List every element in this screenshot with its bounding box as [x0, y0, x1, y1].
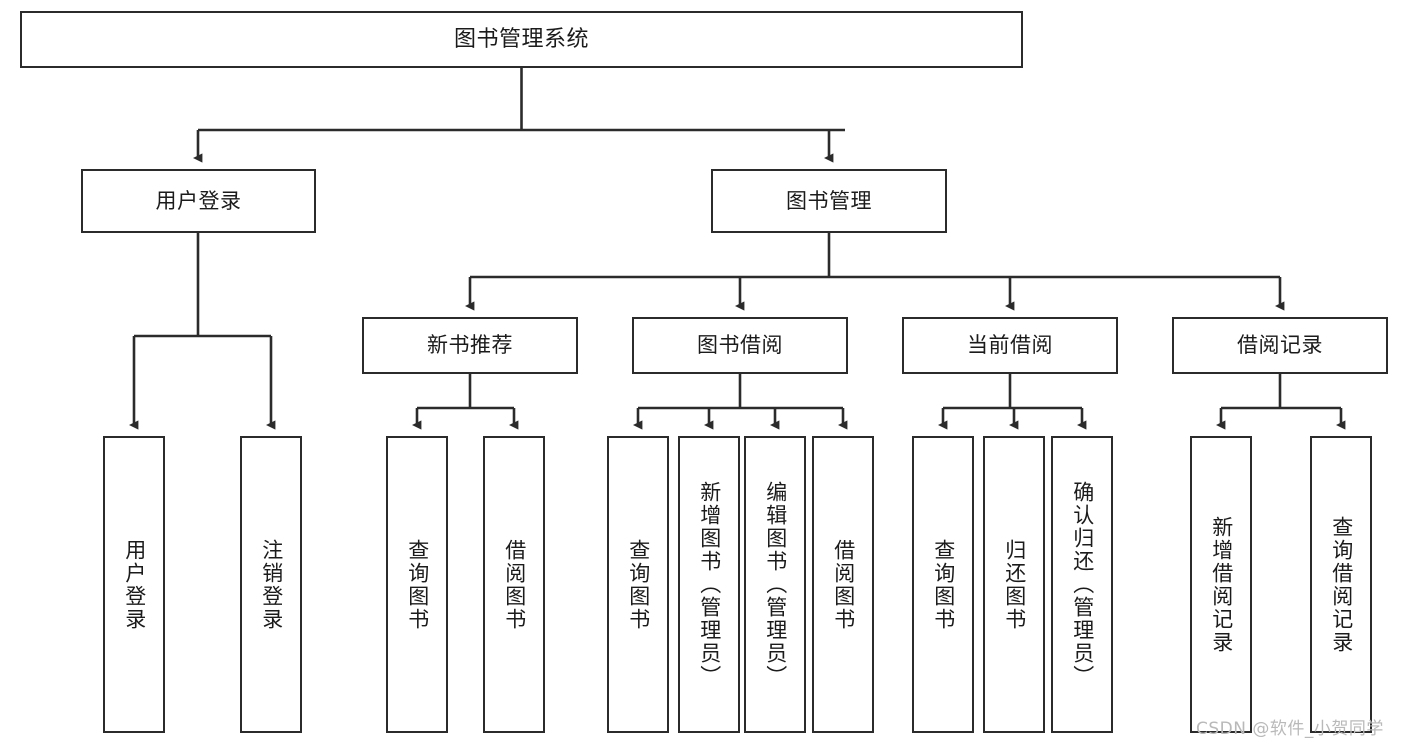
node-leaf-add-book[interactable]: 新增图书（管理员） [678, 436, 740, 733]
node-new-book-rec-label: 新书推荐 [427, 333, 513, 358]
node-leaf-confirm-return-label: 确认归还（管理员） [1070, 481, 1095, 688]
node-book-borrow[interactable]: 图书借阅 [632, 317, 848, 374]
node-root[interactable]: 图书管理系统 [20, 11, 1023, 68]
node-book-borrow-label: 图书借阅 [697, 333, 783, 358]
node-leaf-return-book[interactable]: 归还图书 [983, 436, 1045, 733]
node-leaf-borrow-book[interactable]: 借阅图书 [812, 436, 874, 733]
csdn-watermark: CSDN @软件_小贺同学 [1196, 719, 1384, 739]
node-leaf-query-book-rec[interactable]: 查询图书 [386, 436, 448, 733]
node-leaf-edit-book[interactable]: 编辑图书（管理员） [744, 436, 806, 733]
node-leaf-edit-book-label: 编辑图书（管理员） [763, 481, 788, 688]
node-user-login-label: 用户登录 [155, 188, 242, 213]
node-borrow-record[interactable]: 借阅记录 [1172, 317, 1388, 374]
node-leaf-user-login[interactable]: 用户登录 [103, 436, 165, 733]
node-leaf-user-logout[interactable]: 注销登录 [240, 436, 302, 733]
node-leaf-query-record-label: 查询借阅记录 [1329, 515, 1354, 654]
node-leaf-query-book-borrow[interactable]: 查询图书 [607, 436, 669, 733]
node-book-manage[interactable]: 图书管理 [711, 169, 947, 233]
node-leaf-add-book-label: 新增图书（管理员） [697, 481, 722, 688]
node-leaf-borrow-book-rec[interactable]: 借阅图书 [483, 436, 545, 733]
node-leaf-add-record-label: 新增借阅记录 [1209, 515, 1234, 654]
node-leaf-borrow-book-rec-label: 借阅图书 [502, 538, 527, 631]
node-leaf-user-login-label: 用户登录 [122, 538, 147, 631]
node-book-manage-label: 图书管理 [786, 188, 872, 213]
node-current-borrow[interactable]: 当前借阅 [902, 317, 1118, 374]
node-user-login[interactable]: 用户登录 [81, 169, 316, 233]
node-leaf-query-book-cur[interactable]: 查询图书 [912, 436, 974, 733]
node-leaf-return-book-label: 归还图书 [1002, 538, 1027, 631]
node-leaf-query-book-cur-label: 查询图书 [931, 538, 956, 631]
node-leaf-borrow-book-label: 借阅图书 [831, 538, 856, 631]
node-leaf-query-book-borrow-label: 查询图书 [626, 538, 651, 631]
node-new-book-rec[interactable]: 新书推荐 [362, 317, 578, 374]
node-borrow-record-label: 借阅记录 [1237, 333, 1323, 358]
node-root-label: 图书管理系统 [453, 26, 589, 52]
node-leaf-query-record[interactable]: 查询借阅记录 [1310, 436, 1372, 733]
node-leaf-user-logout-label: 注销登录 [259, 538, 284, 631]
node-leaf-confirm-return[interactable]: 确认归还（管理员） [1051, 436, 1113, 733]
node-current-borrow-label: 当前借阅 [967, 333, 1053, 358]
node-leaf-add-record[interactable]: 新增借阅记录 [1190, 436, 1252, 733]
node-leaf-query-book-rec-label: 查询图书 [405, 538, 430, 631]
